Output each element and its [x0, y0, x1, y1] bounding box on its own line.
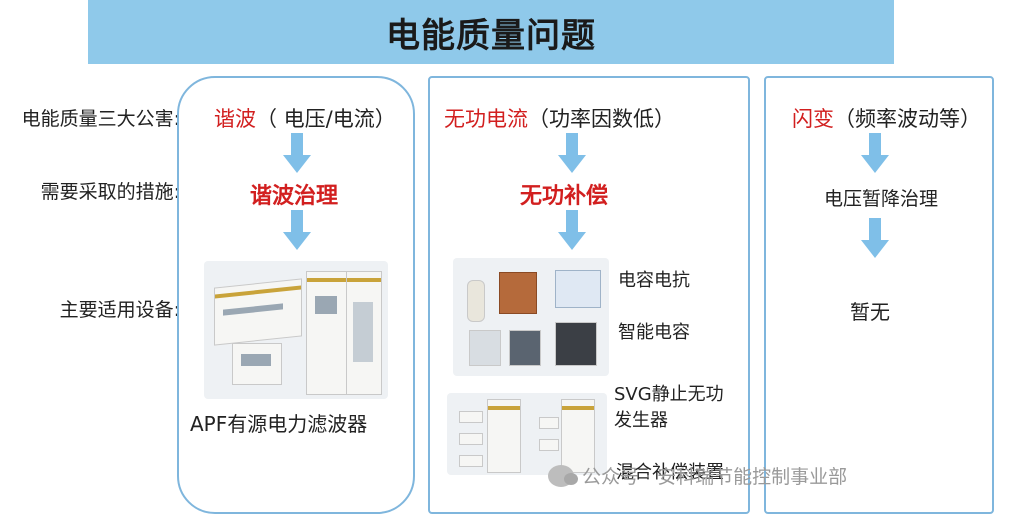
issue-harmonics-detail: （ 电压/电流）: [256, 107, 396, 131]
device-label-capacitor-reactor: 电容电抗: [618, 270, 690, 291]
issue-reactive-name: 无功电流: [444, 107, 528, 131]
down-arrow-icon: [283, 133, 311, 173]
down-arrow-icon: [861, 133, 889, 173]
device-label-none: 暂无: [850, 300, 890, 324]
apf-device-image: [204, 261, 388, 399]
wechat-icon: [548, 464, 578, 487]
row-label-harms: 电能质量三大公害:: [21, 108, 180, 130]
device-label-apf: APF有源电力滤波器: [190, 412, 368, 436]
page-title: 电能质量问题: [386, 15, 596, 56]
device-label-hybrid: 混合补偿装置: [616, 462, 724, 483]
issue-flicker: 闪变（频率波动等）: [792, 103, 981, 133]
row-label-equipment: 主要适用设备:: [59, 299, 180, 321]
measure-reactive: 无功补偿: [520, 184, 609, 209]
watermark: 公众号 · 安科瑞节能控制事业部: [548, 462, 847, 489]
svg-cabinet-image: [447, 393, 607, 475]
column-harmonics: [177, 76, 415, 514]
title-banner: 电能质量问题: [88, 0, 894, 64]
capacitor-reactor-image: [453, 258, 609, 376]
issue-reactive-detail: （功率因数低）: [528, 107, 675, 131]
issue-flicker-detail: （频率波动等）: [834, 107, 981, 131]
issue-reactive: 无功电流（功率因数低）: [444, 103, 675, 133]
column-flicker: [764, 76, 994, 514]
down-arrow-icon: [558, 133, 586, 173]
watermark-text: 公众号 · 安科瑞节能控制事业部: [582, 466, 848, 488]
measure-flicker: 电压暂降治理: [824, 188, 939, 210]
issue-harmonics: 谐波（ 电压/电流）: [214, 103, 396, 133]
down-arrow-icon: [558, 210, 586, 250]
issue-flicker-name: 闪变: [792, 107, 834, 131]
down-arrow-icon: [283, 210, 311, 250]
device-label-smart-capacitor: 智能电容: [618, 322, 690, 343]
measure-harmonics: 谐波治理: [250, 184, 339, 209]
down-arrow-icon: [861, 218, 889, 258]
column-reactive-current: [428, 76, 750, 514]
row-label-measures: 需要采取的措施:: [40, 181, 180, 203]
device-label-svg: SVG静止无功发生器: [614, 384, 724, 431]
issue-harmonics-name: 谐波: [214, 107, 256, 131]
